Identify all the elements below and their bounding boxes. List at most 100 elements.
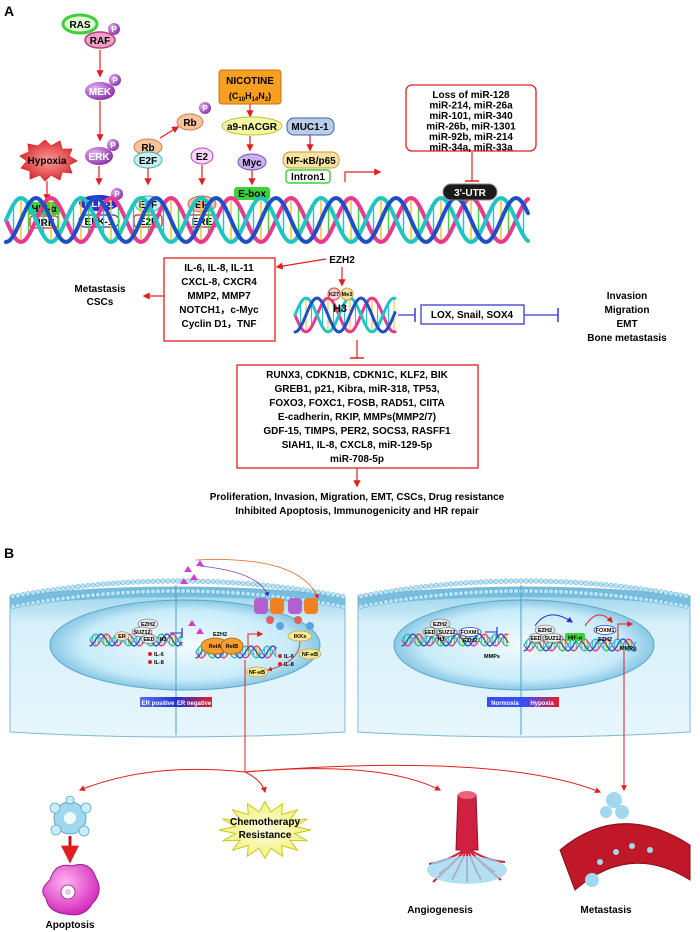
arrow-secretion-loop-2	[199, 565, 270, 597]
dna-strand	[401, 633, 509, 647]
prc2-right: EZH2 EED SUZ12 H3 FOXM1 EZH2 MMPs	[422, 618, 500, 660]
lipid-head	[100, 591, 106, 597]
lipid-head	[568, 579, 574, 585]
lipid-head	[95, 592, 101, 598]
lipid-head	[638, 596, 644, 602]
lipid-head	[135, 589, 141, 595]
lipid-head	[363, 602, 369, 609]
mek-node: MEK P	[85, 74, 121, 100]
lipid-head	[130, 589, 136, 595]
lipid-head	[538, 578, 544, 584]
lipid-head	[648, 587, 654, 593]
lipid-head	[568, 589, 574, 595]
lipid-head	[363, 592, 369, 599]
lipid-head	[603, 592, 609, 598]
lipid-head	[85, 593, 91, 599]
arrow-to-metastasis-a	[244, 764, 602, 794]
lipid-head	[85, 583, 91, 589]
dna-strand	[89, 633, 183, 647]
nicotine-formula: (C10H14N2)	[229, 91, 271, 103]
membrane-right	[358, 578, 689, 609]
lipid-head	[145, 588, 151, 595]
lipid-head	[45, 598, 51, 604]
lipid-head	[140, 589, 146, 595]
apoptosis-label: Apoptosis	[46, 920, 95, 931]
lipid-head	[543, 578, 549, 584]
lipid-head	[643, 597, 649, 603]
myc-ebox: Myc E-box	[234, 153, 270, 200]
right-mmps-b: MMPs	[620, 646, 636, 652]
activated-line-2: MMP2, MMP7	[187, 291, 251, 302]
apoptotic-cell-icon	[49, 795, 92, 837]
right-suz12: SUZ12	[438, 630, 455, 636]
lipid-head	[648, 597, 654, 603]
lipid-head	[155, 578, 161, 584]
activated-line-0: IL-6, IL-8, IL-11	[184, 263, 254, 274]
lipid-head	[488, 579, 494, 585]
left-ezh2: EZH2	[141, 622, 155, 628]
lipid-head	[598, 581, 604, 587]
lipid-head	[125, 579, 131, 585]
ikk-label: IKKs	[294, 634, 307, 640]
lipid-head	[433, 582, 439, 589]
lipid-head	[115, 580, 121, 586]
lipid-head	[20, 602, 26, 608]
lipid-head	[458, 580, 464, 586]
muc1-node: MUC1-1	[286, 117, 335, 136]
activated-line-3: NOTCH1，c-Myc	[179, 305, 259, 316]
lipid-head	[195, 578, 201, 584]
lipid-head	[468, 580, 474, 586]
lipid-head	[160, 588, 166, 594]
lipid-head	[448, 591, 454, 597]
lipid-head	[498, 588, 504, 594]
lipid-head	[225, 579, 231, 586]
dna-helix-left-1	[89, 633, 183, 647]
lipid-head	[613, 583, 619, 589]
lipid-head	[633, 595, 639, 601]
lox-box: LOX, Snail, SOX4	[420, 304, 525, 325]
lipid-head	[578, 590, 584, 596]
angiogenesis-label: Angiogenesis	[407, 905, 473, 916]
utr-label: 3'-UTR	[454, 188, 487, 199]
rb-phospho-node: Rb P	[176, 102, 211, 131]
lipid-head	[598, 591, 604, 597]
lipid-head	[330, 602, 336, 608]
lipid-head	[55, 596, 61, 602]
lipid-head	[170, 588, 176, 594]
lipid-head	[320, 590, 326, 596]
lipid-head	[275, 584, 281, 590]
lipid-head	[673, 601, 679, 607]
lipid-head	[563, 589, 569, 595]
lipid-head	[443, 581, 449, 588]
lipid-head	[60, 595, 66, 602]
rb-label: Rb	[141, 143, 154, 154]
prc2-left: EZH2 SUZ12 EED H3 ER	[114, 618, 167, 644]
lipid-head	[165, 588, 171, 594]
mirna-box: Loss of miR-128 miR-214, miR-26a miR-101…	[405, 84, 537, 154]
lipid-head	[523, 578, 529, 584]
rb-e2f-complex: Rb E2F	[133, 138, 163, 169]
lipid-head	[458, 590, 464, 596]
lipid-head	[335, 593, 341, 599]
lipid-head	[583, 580, 589, 586]
lipid-head	[628, 585, 634, 591]
lipid-head	[285, 595, 291, 601]
lipid-head	[503, 578, 509, 584]
erk-node: ERK P	[85, 139, 119, 165]
lipid-head	[358, 593, 364, 599]
gradient-er: ER positive ER negative	[140, 697, 212, 707]
p-rb: P	[202, 104, 208, 113]
left-il8: IL-8	[154, 660, 164, 666]
arrow-hif-loop-red	[584, 614, 613, 627]
lipid-head	[618, 583, 624, 590]
mirna-line-0: Loss of miR-128	[432, 90, 510, 101]
right-ezh2: EZH2	[433, 622, 447, 628]
p-erk: P	[110, 141, 116, 150]
gradient-er-right: ER negative	[177, 701, 212, 707]
lipid-head	[463, 590, 469, 596]
lipid-head	[533, 578, 539, 584]
lipid-head	[478, 589, 484, 595]
right-mmps: MMPs	[484, 654, 500, 660]
dna-strand	[4, 195, 530, 245]
lipid-head	[358, 603, 364, 609]
